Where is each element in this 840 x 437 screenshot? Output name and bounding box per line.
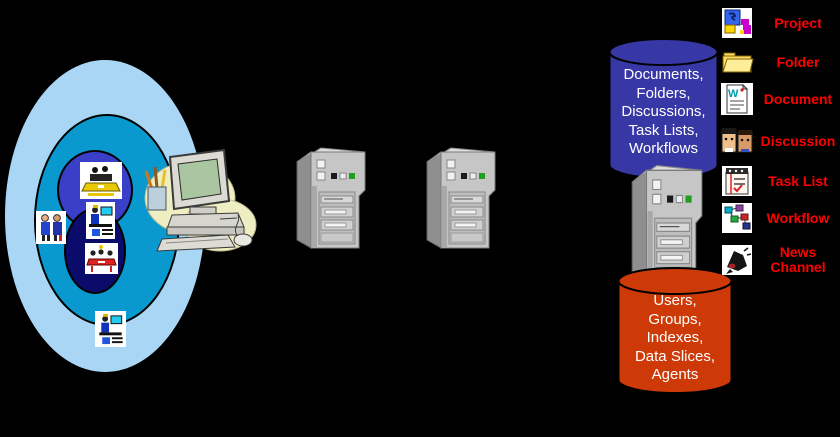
legend-item-document: W Document [720,82,840,116]
metadata-store-lid [617,267,733,295]
legend-label-news-channel: News Channel [770,244,826,275]
user-computer-icon-2 [95,311,126,347]
legend-item-news-channel: News Channel [720,238,840,282]
metadata-store-label: Users, Groups, Indexes, Data Slices, Age… [634,292,716,383]
legend-item-task-list: Task List [720,164,840,198]
workflow-icon [720,201,754,235]
legend-item-workflow: Workflow [720,201,840,235]
metadata-store-cylinder [616,266,734,396]
app-server-1 [291,140,369,252]
metadata-store-body [617,280,733,394]
legend-label-project: Project [774,14,822,31]
folder-icon [720,45,754,79]
task-list-icon [720,164,754,198]
news-channel-icon [720,243,754,277]
user-computer-icon [86,202,115,239]
content-store-label: Documents, Folders, Discussions, Task Li… [621,66,706,157]
legend-label-task-list: Task List [768,172,828,189]
legend-label-document: Document [763,90,833,107]
team-table-icon [85,243,118,274]
legend-item-discussion: Discussion [720,124,840,158]
svg-text:W: W [728,88,739,100]
project-icon [720,6,754,40]
users-icon [36,211,66,244]
discussion-icon [720,124,754,158]
legend-label-folder: Folder [776,53,820,70]
legend-item-folder: Folder [720,45,840,79]
legend-label-workflow: Workflow [766,209,830,226]
content-store-lid [608,38,719,66]
legend-item-project: Project [720,6,840,40]
app-server-2 [421,140,499,252]
meeting-icon [80,162,122,199]
client-workstation [140,143,258,265]
document-icon: W [720,82,754,116]
legend-label-discussion: Discussion [760,132,836,149]
